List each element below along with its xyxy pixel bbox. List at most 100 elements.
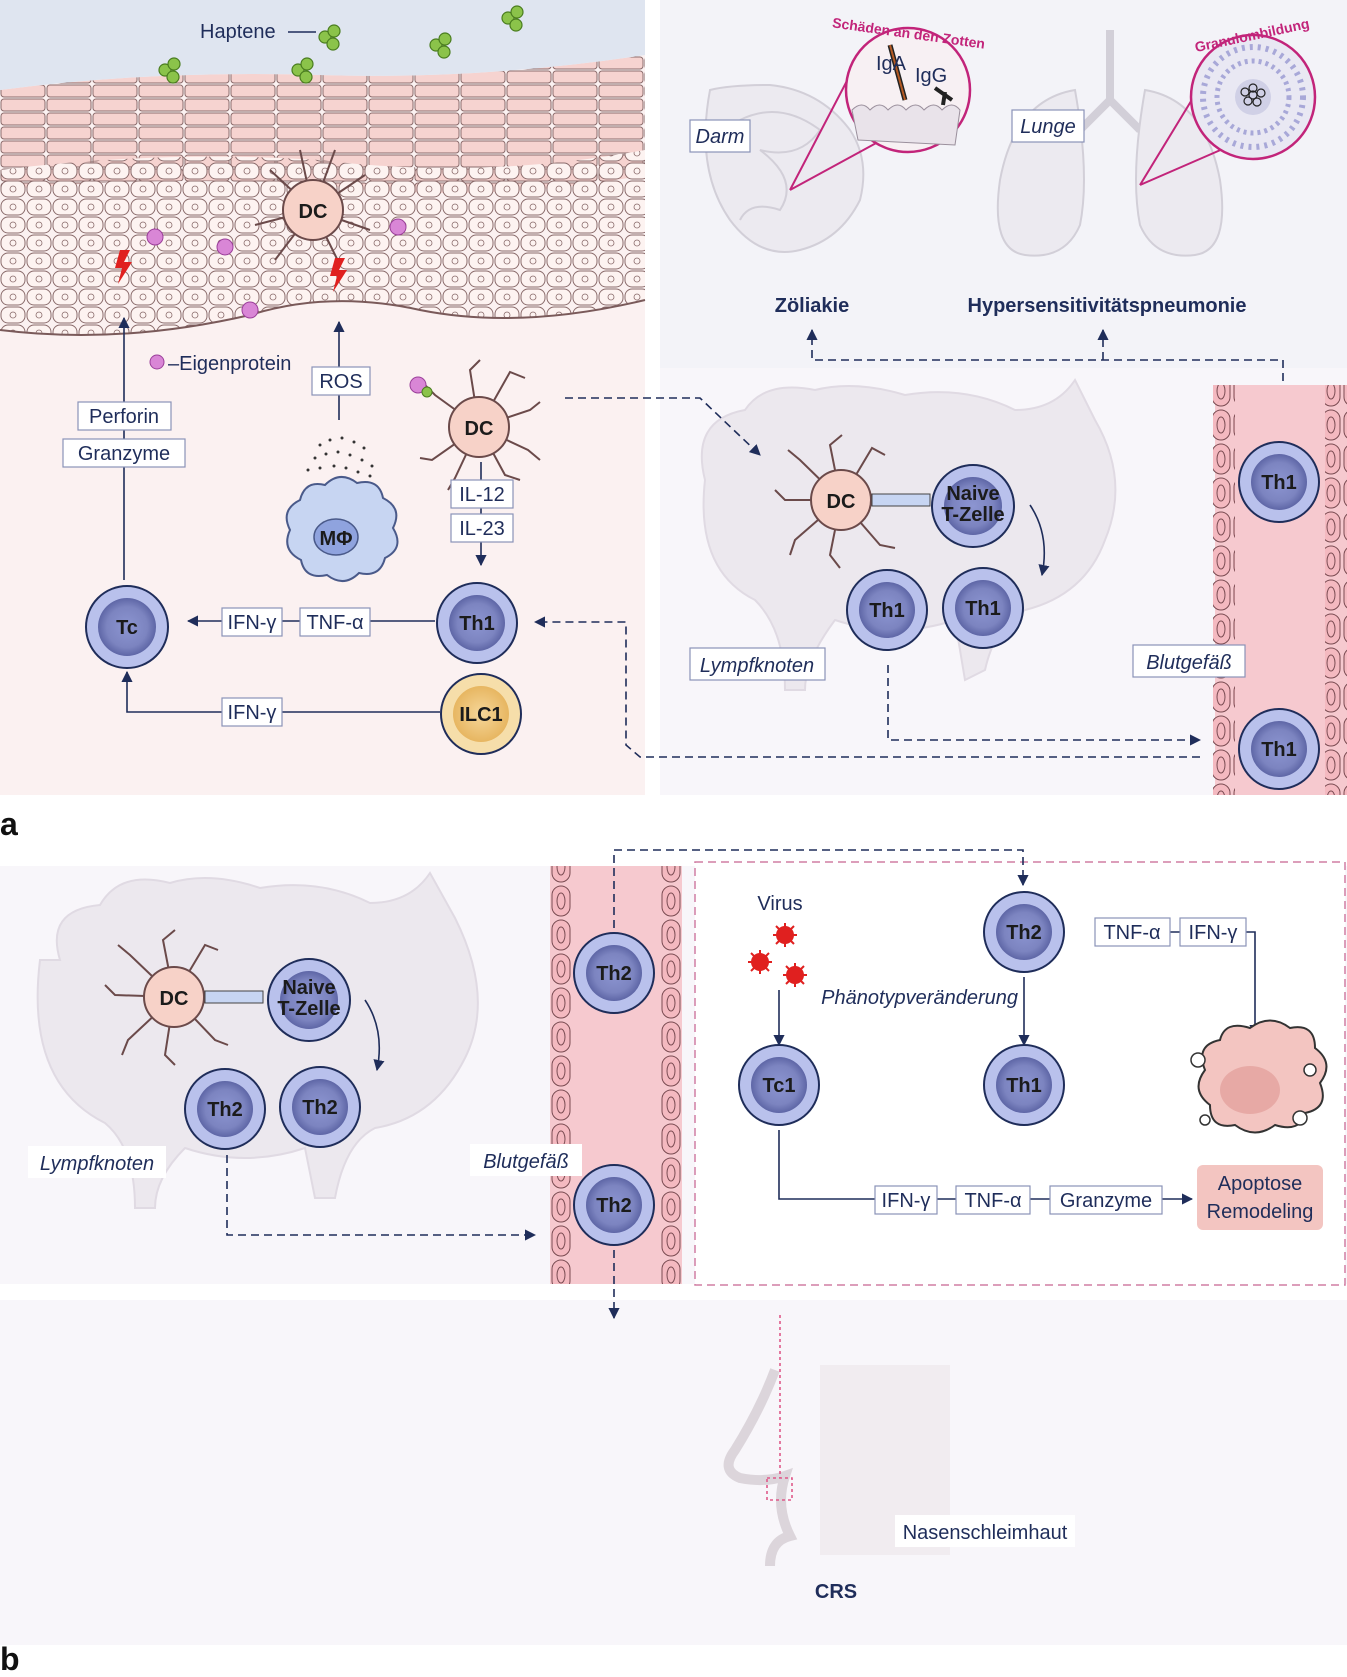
blood-box-b (470, 1144, 582, 1176)
il23-label: IL-23 (459, 518, 505, 540)
tc1-label: Tc1 (763, 1075, 796, 1097)
naive-b-label2: T-Zelle (277, 998, 340, 1020)
th2-tissue-cell: Th2 (983, 891, 1065, 973)
vessel-th1-bottom: Th1 (1238, 708, 1320, 790)
il12-label: IL-12 (459, 484, 505, 506)
vessel-th1-bottom-label: Th1 (1261, 739, 1297, 761)
lightning-icons (115, 250, 347, 292)
tc1-cell: Tc1 (738, 1044, 820, 1126)
panel-b-letter: b (0, 1641, 20, 1677)
ln-dc-a: DC (774, 434, 931, 569)
ln-th1-a: Th1 (846, 569, 928, 651)
self-protein-dots (146, 218, 407, 319)
lymph-label-a: Lympfknoten (700, 655, 814, 677)
vessel-to-skin-arrow (533, 616, 1200, 758)
apoptotic-cell (1190, 1019, 1328, 1134)
hapten-molecules (158, 5, 524, 84)
perforin-label: Perforin (89, 406, 159, 428)
macrophage-label: MΦ (319, 528, 352, 550)
nasal-label: Nasenschleimhaut (903, 1522, 1068, 1544)
vessel-th1-top: Th1 (1238, 441, 1320, 523)
virus-icons (748, 923, 807, 987)
ilc1-label: ILC1 (459, 704, 502, 726)
ln-dc-b: DC (104, 929, 264, 1066)
naive-differentiation-arrow-a (1029, 504, 1050, 577)
nose-profile (723, 1368, 798, 1567)
blood-label-a: Blutgefäß (1146, 652, 1232, 674)
ilc1-tc-arrow (121, 670, 440, 713)
tnf-label-b2: TNF-α (964, 1190, 1021, 1212)
apoptose-remodeling-box (1197, 1165, 1323, 1230)
lymph-node-b (36, 871, 479, 1209)
granzyme-box-a (62, 438, 186, 468)
perforin-box (77, 401, 172, 431)
ln-th2-a: Th2 (184, 1068, 266, 1150)
skin-epidermis (0, 0, 646, 336)
granzyme-label-a: Granzyme (78, 443, 170, 465)
ifn-box-b1 (1179, 917, 1247, 947)
igg-label: IgG (915, 65, 947, 87)
granzyme-label-b: Granzyme (1060, 1190, 1152, 1212)
crs-label: CRS (815, 1581, 857, 1603)
naive-differentiation-arrow-b (364, 999, 385, 1072)
iga-label: IgA (876, 53, 907, 75)
lunge-label: Lunge (1020, 116, 1076, 138)
ilc1-cell: ILC1 (440, 673, 522, 755)
granzyme-box-b (1049, 1185, 1163, 1215)
hapten-label: Haptene (200, 21, 276, 43)
th1-tissue-cell: Th1 (983, 1044, 1065, 1126)
darm-label: Darm (696, 126, 745, 148)
darm-box (689, 119, 751, 153)
ln-th1-a-label: Th1 (869, 600, 905, 622)
lower-dendritic-cell: DC (409, 359, 541, 491)
th2-tissue-label: Th2 (1006, 922, 1042, 944)
vessel-th2-bottom-label: Th2 (596, 1195, 632, 1217)
remodeling-label: Remodeling (1207, 1201, 1314, 1223)
tnf-box-b2 (955, 1185, 1031, 1215)
ifn-box-a2 (221, 697, 283, 727)
ifn-box-b2 (874, 1185, 938, 1215)
nasal-box (895, 1515, 1075, 1547)
tnf-box-a1 (299, 607, 371, 637)
il12-box (450, 479, 514, 509)
ln-th1-b-label: Th1 (965, 598, 1001, 620)
ros-particles (306, 436, 374, 478)
nasal-mucosa-marker (766, 1477, 793, 1501)
vessel-to-tissue-arrow (613, 849, 1029, 928)
tc-label: Tc (116, 617, 138, 639)
ln-dc-b-label: DC (160, 988, 189, 1010)
apoptose-label: Apoptose (1218, 1173, 1303, 1195)
phenotype-label: Phänotypveränderung (821, 987, 1018, 1009)
panel-a-letter: a (0, 806, 18, 842)
lower-dc-label: DC (465, 418, 494, 440)
ln-to-vessel-arrow-b (226, 1155, 537, 1241)
hsp-label: Hypersensitivitätspneumonie (968, 295, 1247, 317)
ln-th1-b: Th1 (942, 567, 1024, 649)
tc-cell: Tc (85, 585, 169, 669)
ros-box (311, 366, 371, 396)
ln-th2-a-label: Th2 (207, 1099, 243, 1121)
ifn-label-a1: IFN-γ (228, 612, 277, 634)
il23-box (450, 513, 514, 543)
vessel-th1-top-label: Th1 (1261, 472, 1297, 494)
ifn-label-b1: IFN-γ (1189, 922, 1238, 944)
naive-tcell-a: Naive T-Zelle (931, 464, 1015, 548)
vessel-th2-top: Th2 (573, 932, 655, 1014)
ln-dc-a-label: DC (827, 491, 856, 513)
dc-to-ln-arrow (565, 397, 761, 456)
blood-box-a (1132, 644, 1246, 678)
panel-b-lower-background (0, 1300, 1347, 1645)
lymph-box-b (28, 1146, 166, 1178)
ln-th2-b: Th2 (279, 1066, 361, 1148)
macrophage: MΦ (285, 476, 399, 582)
vessel-th2-top-label: Th2 (596, 963, 632, 985)
villi-zoom (844, 26, 972, 154)
ln-th2-b-label: Th2 (302, 1097, 338, 1119)
tnf-label-a1: TNF-α (306, 612, 363, 634)
tnf-label-b1: TNF-α (1103, 922, 1160, 944)
skin-dendritic-cell: DC (254, 149, 371, 266)
tnf-box-b1 (1094, 917, 1171, 947)
vessel-th2-bottom: Th2 (573, 1164, 655, 1246)
eigenprotein-label: –Eigenprotein (168, 353, 291, 375)
